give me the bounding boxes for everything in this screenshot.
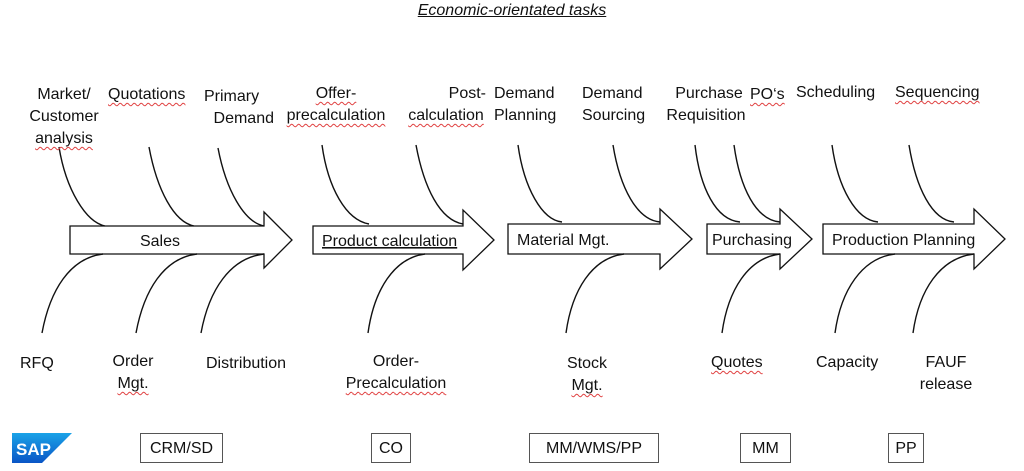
label-line: FAUF	[925, 354, 967, 371]
label-line: Demand	[494, 85, 555, 102]
label-scheduling: Scheduling	[796, 82, 875, 104]
label-order-precalculation: Order- Precalculation	[336, 351, 456, 395]
sap-logo: SAP	[12, 433, 72, 463]
label-line: Requisition	[666, 107, 746, 124]
label-line: Offer-	[315, 85, 357, 102]
module-pp: PP	[888, 433, 924, 463]
label-line: Order	[112, 353, 154, 370]
bone-bottom-capacity	[834, 253, 896, 334]
bone-bottom-stock-mgt	[565, 253, 625, 334]
bone-top-scheduling	[831, 144, 879, 223]
bone-bottom-fauf	[912, 253, 975, 334]
label-line: Sourcing	[582, 107, 646, 124]
label-line: Distribution	[206, 355, 287, 372]
bone-bottom-order-mgt	[135, 253, 198, 334]
label-stock-mgt: Stock Mgt.	[562, 353, 612, 397]
label-line: Stock	[566, 355, 607, 372]
bone-top-quotations	[148, 146, 195, 227]
stage-arrow-product-calculation: Product calculation	[312, 208, 495, 272]
label-sequencing: Sequencing	[895, 82, 980, 104]
stage-arrow-production-planning: Production Planning	[822, 207, 1006, 271]
label-line: precalculation	[286, 107, 386, 124]
label-line: Post-	[448, 85, 486, 102]
stage-label: Material Mgt.	[517, 232, 609, 249]
label-quotations: Quotations	[108, 84, 185, 106]
bone-top-demand-planning	[517, 144, 563, 223]
label-line: Sequencing	[895, 84, 980, 101]
label-line: Demand	[213, 110, 274, 127]
bone-top-pos	[733, 144, 781, 223]
label-distribution: Distribution	[206, 353, 286, 375]
label-rfq: RFQ	[20, 353, 54, 375]
label-order-mgt: Order Mgt.	[108, 351, 158, 395]
module-crm-sd: CRM/SD	[140, 433, 223, 463]
stage-label: Product calculation	[322, 233, 457, 250]
stage-arrow-purchasing: Purchasing	[706, 207, 813, 271]
bone-top-market	[58, 146, 106, 227]
label-line: Capacity	[816, 354, 879, 371]
stage-label: Sales	[140, 233, 180, 250]
label-line: Mgt.	[117, 375, 149, 392]
label-primary-demand: Primary Demand	[204, 86, 274, 130]
bone-top-demand-sourcing	[612, 144, 661, 223]
label-market-customer-analysis: Market/ Customer analysis	[16, 84, 112, 150]
label-line: release	[919, 376, 973, 393]
label-line: analysis	[35, 130, 93, 147]
module-mm-wms-pp: MM/WMS/PP	[529, 433, 659, 463]
bone-top-offer-precalc	[321, 144, 370, 225]
diagram-title: Economic-orientated tasks	[417, 2, 607, 19]
bone-bottom-distribution	[200, 253, 265, 334]
module-mm: MM	[740, 433, 791, 463]
module-co: CO	[371, 433, 411, 463]
stage-label: Purchasing	[712, 232, 792, 249]
label-line: Scheduling	[796, 84, 876, 101]
bone-top-primary-demand	[217, 147, 265, 227]
label-offer-precalculation: Offer- precalculation	[278, 83, 394, 127]
label-line: PO‘s	[750, 86, 785, 103]
label-line: Precalculation	[345, 375, 447, 392]
bone-top-purchase-requisition	[694, 144, 741, 223]
label-line: Quotes	[711, 354, 763, 371]
bone-top-sequencing	[908, 144, 955, 223]
bone-bottom-rfq	[41, 253, 104, 334]
label-quotes: Quotes	[711, 352, 763, 374]
label-purchase-requisition: Purchase Requisition	[661, 83, 751, 127]
label-line: Quotations	[108, 86, 186, 103]
stage-label: Production Planning	[832, 232, 975, 249]
stage-arrow-sales: Sales	[69, 210, 293, 270]
label-post-calculation: Post- calculation	[400, 83, 492, 127]
label-demand-sourcing: Demand Sourcing	[582, 83, 645, 127]
label-line: Planning	[494, 107, 557, 124]
label-pos: PO‘s	[750, 84, 785, 106]
label-fauf-release: FAUF release	[916, 352, 976, 396]
label-capacity: Capacity	[816, 352, 878, 374]
sap-logo-text: SAP	[16, 440, 51, 459]
label-line: calculation	[408, 107, 484, 124]
label-line: RFQ	[20, 355, 54, 372]
label-line: Mgt.	[571, 377, 603, 394]
stage-arrow-material-mgt: Material Mgt.	[507, 207, 693, 271]
label-line: Purchase	[675, 85, 743, 102]
label-line: Customer	[29, 108, 99, 125]
label-line: Order-	[372, 353, 420, 370]
bone-top-post-calc	[415, 144, 464, 225]
label-line: Demand	[582, 85, 643, 102]
label-line: Primary	[204, 88, 260, 105]
label-line: Market/	[37, 86, 91, 103]
bone-bottom-order-precalc	[367, 253, 426, 334]
label-demand-planning: Demand Planning	[494, 83, 556, 127]
bone-bottom-quotes	[721, 253, 781, 334]
